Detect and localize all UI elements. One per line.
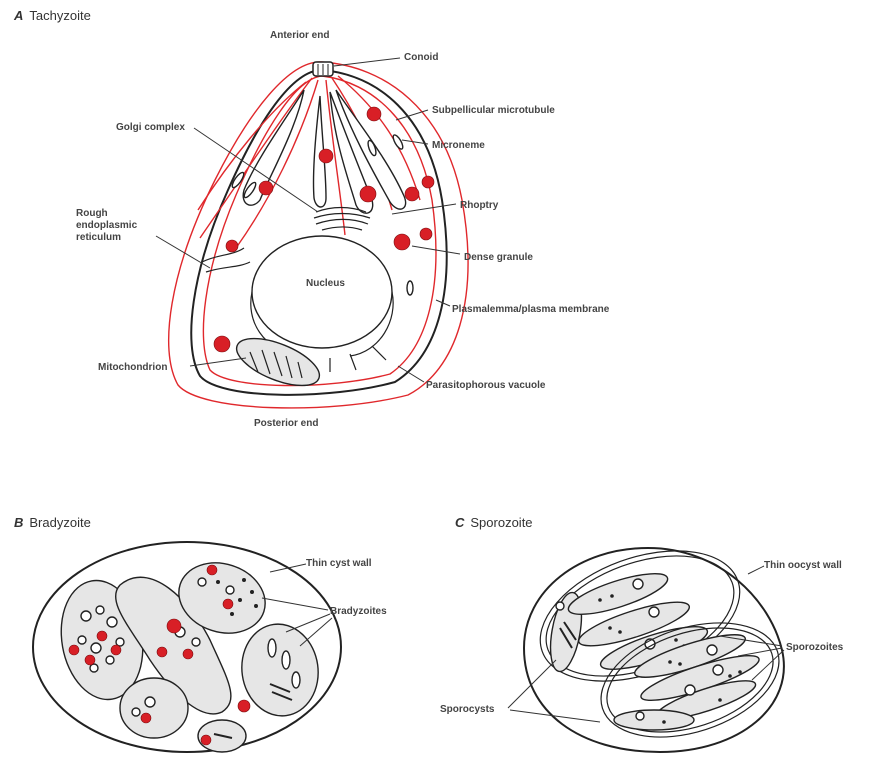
label-plasmalemma: Plasmalemma/plasma membrane: [452, 304, 610, 315]
conoid-structure: [313, 62, 333, 76]
nucleus: [252, 236, 392, 348]
label-rough-er-line1: Rough: [76, 208, 108, 219]
label-rough-er-line3: reticulum: [76, 232, 121, 243]
label-parasitophorous-vacuole: Parasitophorous vacuole: [426, 380, 546, 391]
label-nucleus: Nucleus: [306, 278, 345, 289]
rough-er: [202, 248, 250, 272]
label-anterior-end: Anterior end: [270, 30, 329, 41]
label-rhoptry: Rhoptry: [460, 200, 499, 211]
label-posterior-end: Posterior end: [254, 418, 318, 429]
label-sporocysts: Sporocysts: [440, 704, 495, 715]
bradyzoite-diagram: Thin cyst wall Bradyzoites: [33, 542, 387, 752]
label-mitochondrion: Mitochondrion: [98, 362, 167, 373]
label-subpellicular-microtubule: Subpellicular microtubule: [432, 105, 555, 116]
label-conoid: Conoid: [404, 52, 438, 63]
label-sporozoites: Sporozoites: [786, 642, 844, 653]
sporozoite-diagram: Thin oocyst wall Sporozoites Sporocysts: [440, 526, 844, 758]
label-microneme: Microneme: [432, 140, 485, 151]
label-thin-cyst-wall: Thin cyst wall: [306, 558, 372, 569]
label-dense-granule: Dense granule: [464, 252, 533, 263]
tachyzoite-diagram: Anterior end Conoid Subpellicular microt…: [76, 30, 610, 429]
label-thin-oocyst-wall: Thin oocyst wall: [764, 560, 842, 571]
subpellicular-microtubules: [198, 76, 420, 248]
label-golgi-complex: Golgi complex: [116, 122, 185, 133]
label-rough-er-line2: endoplasmic: [76, 220, 138, 231]
label-bradyzoites: Bradyzoites: [330, 606, 387, 617]
